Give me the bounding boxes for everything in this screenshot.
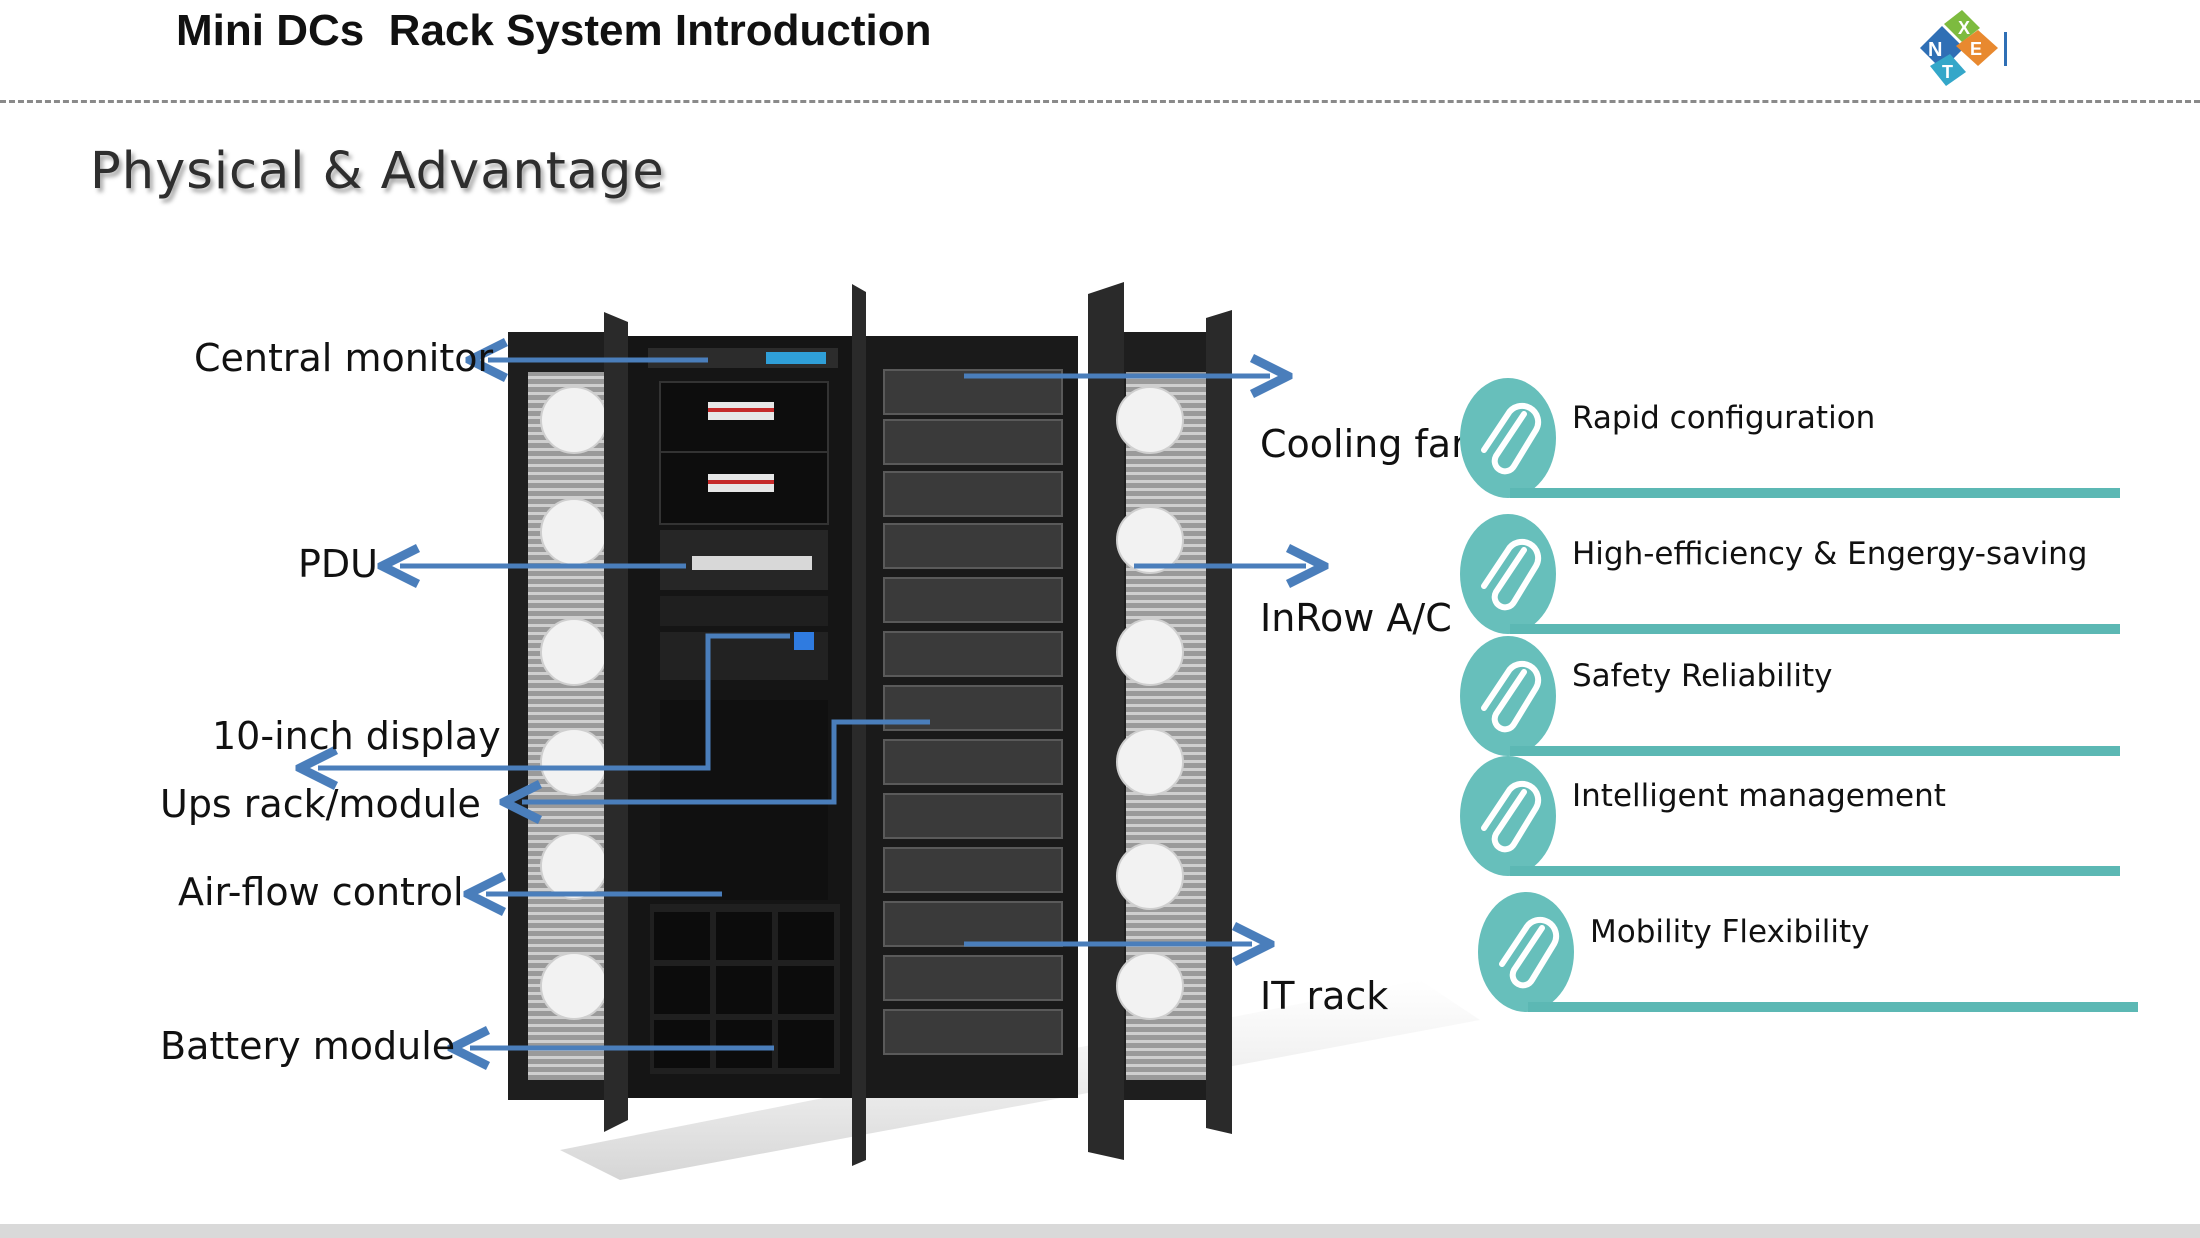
footer-bar xyxy=(0,1224,2200,1238)
paperclip-icon xyxy=(1481,402,1542,475)
advantage-label: High-efficiency & Engergy-saving xyxy=(1572,536,2088,572)
left-fans xyxy=(540,386,608,1020)
paperclip-icon xyxy=(1481,660,1542,733)
right-door xyxy=(1088,282,1124,1160)
label-10-inch-display: 10-inch display xyxy=(212,714,501,758)
middle-door xyxy=(852,284,866,1166)
paperclip-icon xyxy=(1499,916,1560,989)
advantage-item: Rapid configuration xyxy=(1460,378,2120,498)
label-central-monitor: Central monitor xyxy=(194,336,494,380)
advantage-item: Intelligent management xyxy=(1460,756,2120,876)
far-right-door xyxy=(1206,310,1232,1134)
label-battery-module: Battery module xyxy=(160,1024,456,1068)
arrow-ups-module xyxy=(522,719,930,802)
header-divider xyxy=(0,100,2200,103)
page-title: Mini DCs Rack System Introduction xyxy=(176,6,932,55)
paperclip-icon xyxy=(1481,780,1542,853)
advantage-item: High-efficiency & Engergy-saving xyxy=(1460,514,2120,634)
label-cooling-fan: Cooling fan xyxy=(1260,422,1476,466)
svg-text:E: E xyxy=(1970,39,1982,59)
advantage-label: Mobility Flexibility xyxy=(1590,914,1870,950)
right-fans xyxy=(1116,386,1184,1020)
advantage-label: Intelligent management xyxy=(1572,778,1946,814)
paperclip-icon xyxy=(1481,538,1542,611)
server-units xyxy=(883,369,1063,1055)
callout-arrows xyxy=(318,360,1306,1048)
section-subtitle: Physical & Advantage xyxy=(90,142,665,201)
advantage-label: Rapid configuration xyxy=(1572,400,1876,436)
advantage-item: Safety Reliability xyxy=(1460,636,2120,756)
label-it-rack: IT rack xyxy=(1260,974,1389,1018)
svg-text:N: N xyxy=(1928,39,1942,61)
label-ups-module: Ups rack/module xyxy=(160,782,481,826)
arrow-10inch-display xyxy=(318,633,790,768)
advantage-item: Mobility Flexibility xyxy=(1478,892,2138,1012)
svg-text:X: X xyxy=(1958,18,1970,38)
label-pdu: PDU xyxy=(298,542,378,586)
svg-text:T: T xyxy=(1942,62,1953,82)
label-air-flow-control: Air-flow control xyxy=(178,870,464,914)
label-inrow-ac: InRow A/C xyxy=(1260,596,1452,640)
left-door xyxy=(604,312,628,1132)
company-logo: N X E T xyxy=(1920,10,2007,86)
advantage-label: Safety Reliability xyxy=(1572,658,1833,694)
